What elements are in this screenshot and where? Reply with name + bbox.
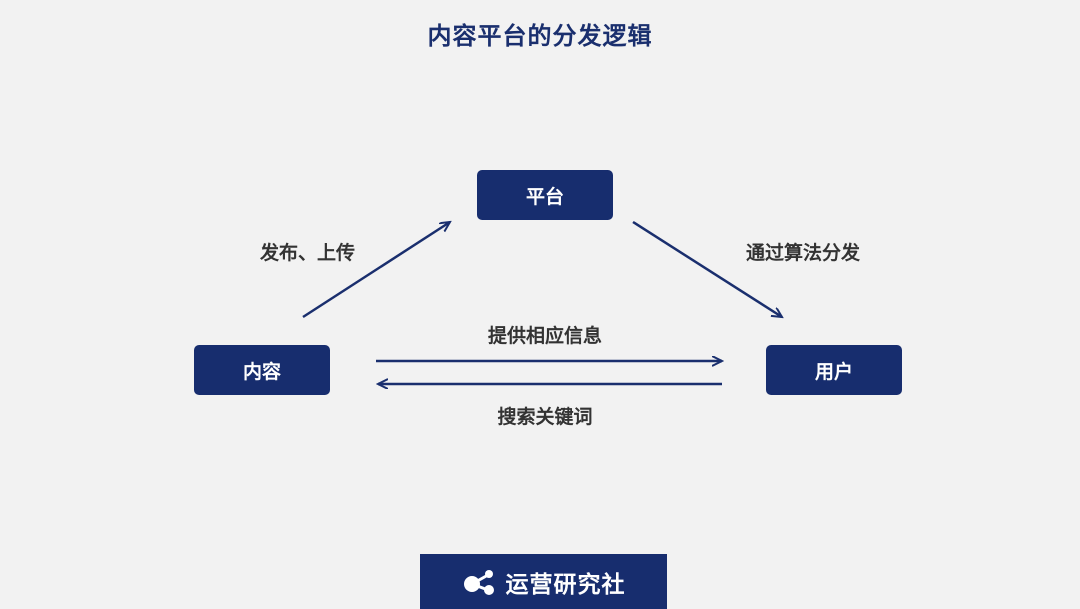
edge-label-search-keywords: 搜索关键词 [497, 406, 593, 428]
edge-label-provide-info: 提供相应信息 [487, 325, 602, 347]
node-user: 用户 [766, 345, 902, 395]
brand-name: 运营研究社 [505, 571, 626, 598]
edge-label-distribute: 通过算法分发 [746, 242, 861, 264]
arrow-platform-to-user [632, 220, 782, 317]
arrow-content-to-platform [302, 222, 450, 319]
brand-logo: 运营研究社 [420, 554, 667, 609]
molecule-dots-icon [463, 569, 494, 595]
node-platform: 平台 [477, 170, 613, 220]
node-content: 内容 [194, 345, 330, 395]
edge-label-publish: 发布、上传 [260, 242, 356, 264]
diagram-title: 内容平台的分发逻辑 [427, 22, 653, 50]
